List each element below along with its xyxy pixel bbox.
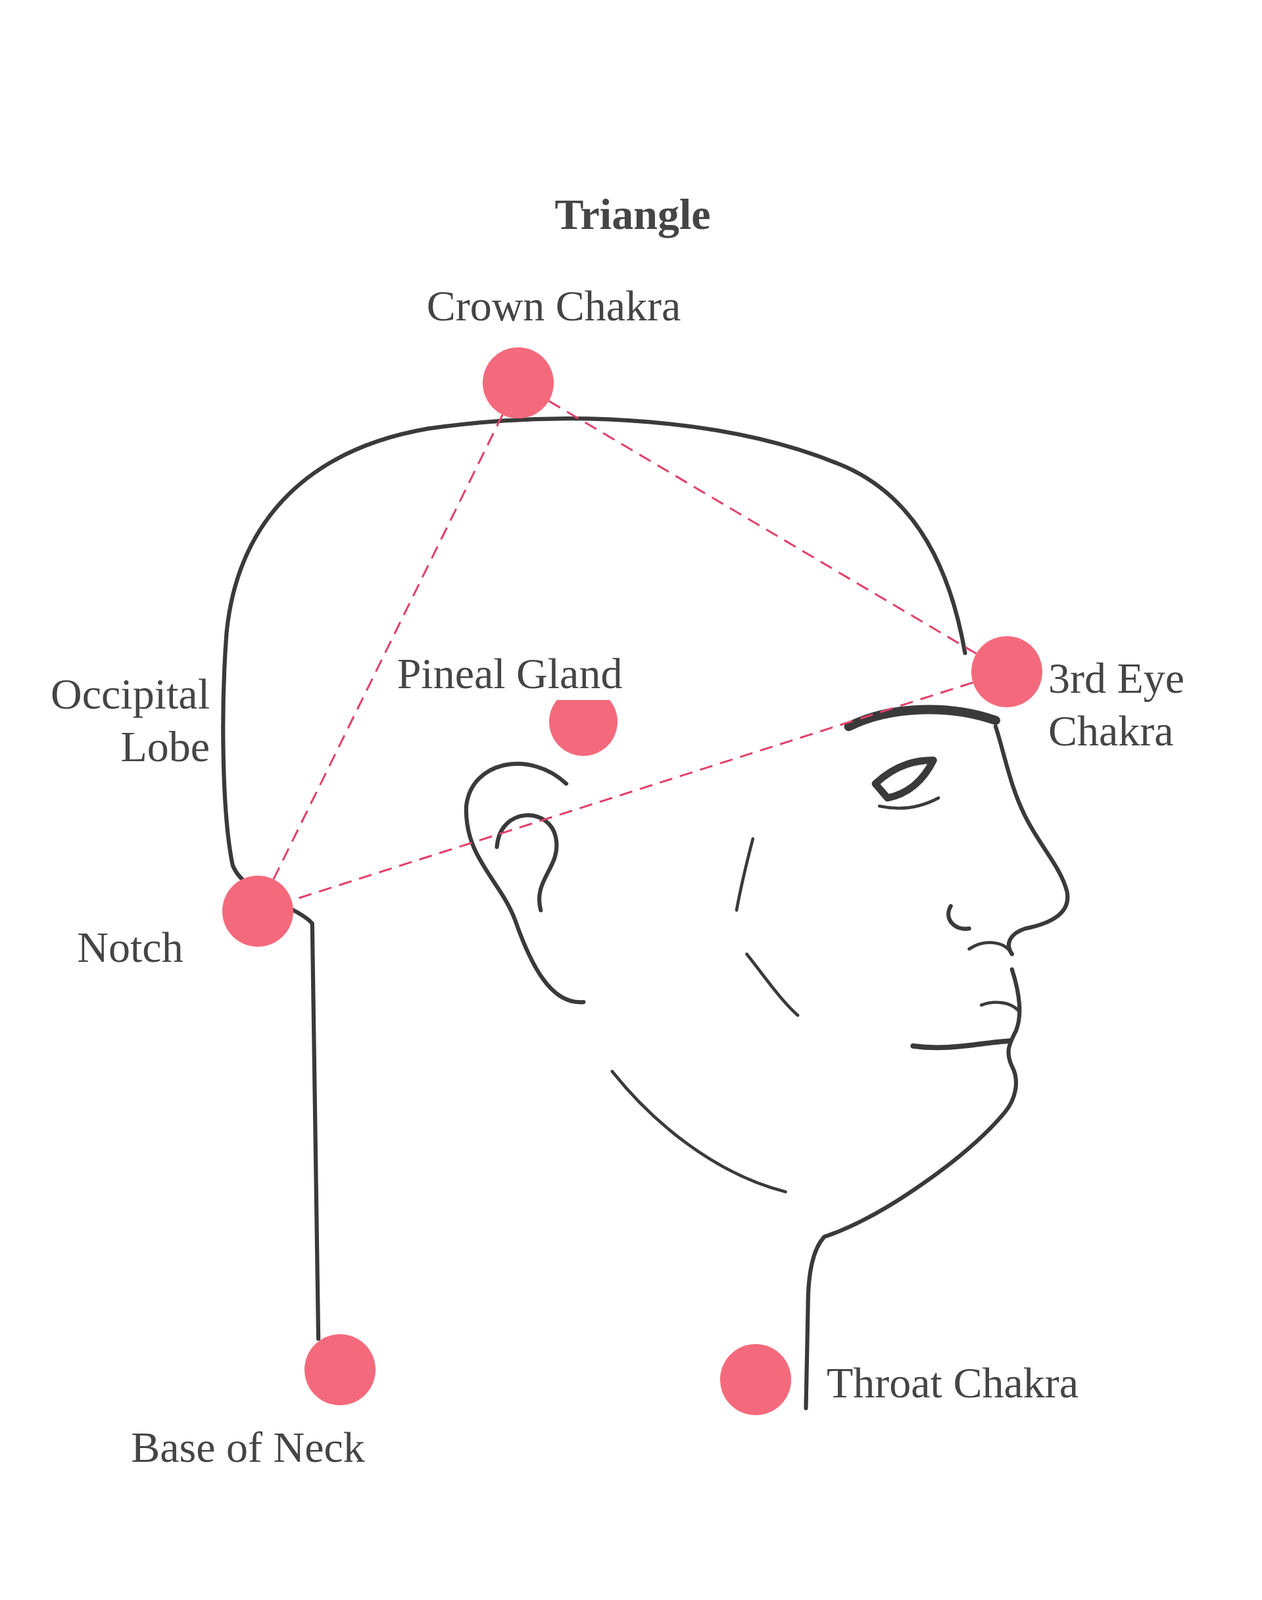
- dot-shape: [304, 1333, 376, 1405]
- chakra-dot: 3rd Eye Chakra: [971, 635, 1043, 707]
- dot-shape: [971, 635, 1043, 707]
- dot-label: Pineal Gland: [394, 647, 626, 700]
- chakra-dot: Base of Neck: [304, 1333, 376, 1405]
- dot-label: Throat Chakra: [824, 1356, 1082, 1409]
- chakra-dot: Pineal Gland: [549, 687, 618, 756]
- dot-label: Base of Neck: [128, 1420, 368, 1474]
- dashed-connector: [548, 400, 976, 654]
- dashed-connector: [291, 681, 973, 900]
- dot-shape: [720, 1343, 792, 1415]
- region-label: Occipital Lobe: [9, 667, 213, 773]
- dot-label: Crown Chakra: [424, 279, 684, 333]
- dot-shape: [482, 347, 554, 419]
- diagram-title: Triangle: [551, 188, 713, 241]
- chakra-dot: Notch: [222, 875, 294, 947]
- chakra-dot: Crown Chakra: [482, 347, 554, 419]
- dot-label: 3rd Eye Chakra: [1045, 651, 1249, 757]
- dot-label: Notch: [74, 920, 186, 974]
- dot-shape: [222, 875, 294, 947]
- chakra-dot: Throat Chakra: [720, 1343, 792, 1415]
